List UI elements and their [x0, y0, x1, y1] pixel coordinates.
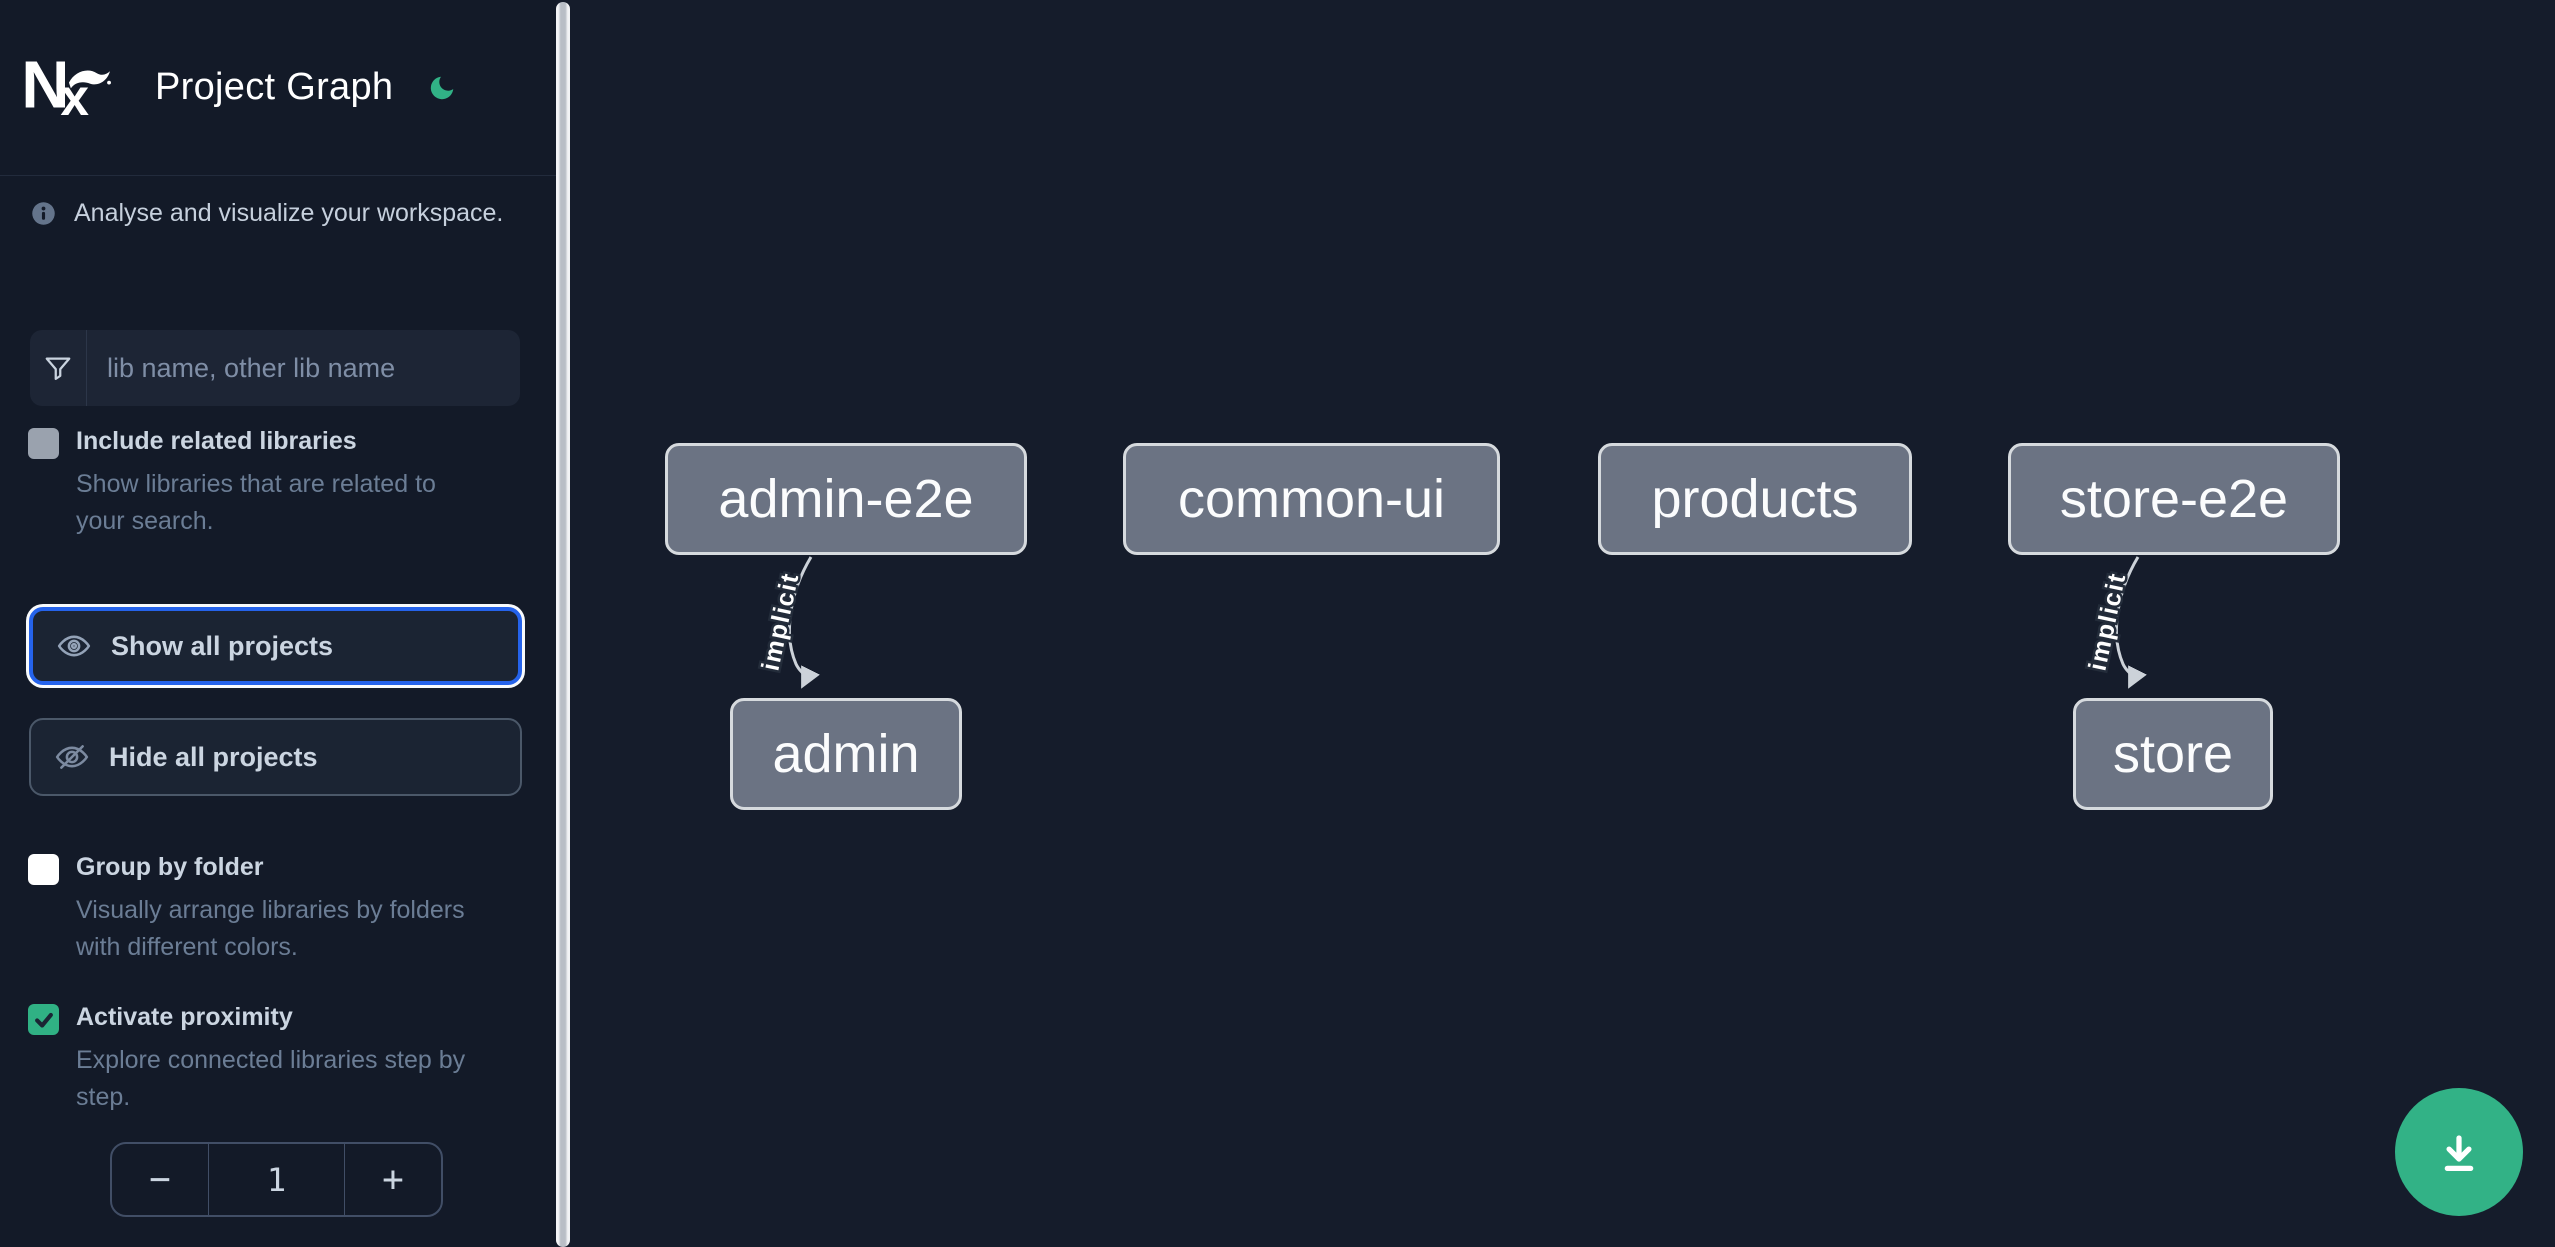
proximity-value: 1 — [208, 1144, 345, 1215]
option-activate-proximity: Activate proximity Explore connected lib… — [28, 1002, 476, 1116]
hide-all-projects-button[interactable]: Hide all projects — [29, 718, 522, 796]
proximity-decrement-button[interactable]: − — [112, 1144, 208, 1215]
info-icon — [32, 202, 55, 225]
graph-node-admin-e2e[interactable]: admin-e2e — [665, 443, 1027, 555]
graph-node-products[interactable]: products — [1598, 443, 1912, 555]
graph-node-common-ui[interactable]: common-ui — [1123, 443, 1500, 555]
activate-proximity-checkbox[interactable] — [28, 1004, 59, 1035]
option-description: Show libraries that are related to your … — [76, 470, 436, 535]
eye-icon — [57, 635, 91, 657]
sidebar-header: N x Project Graph — [0, 0, 556, 176]
show-all-projects-button[interactable]: Show all projects — [29, 607, 522, 685]
option-description: Visually arrange libraries by folders wi… — [76, 896, 465, 961]
sidebar: N x Project Graph Analyse and visualize … — [0, 0, 556, 1247]
include-related-libraries-checkbox[interactable] — [28, 428, 59, 459]
nx-logo: N x — [21, 48, 111, 126]
theme-toggle-button[interactable] — [427, 73, 457, 103]
page-title: Project Graph — [155, 66, 394, 108]
graph-node-store[interactable]: store — [2073, 698, 2273, 810]
intro-text: Analyse and visualize your workspace. — [74, 199, 504, 227]
check-icon — [34, 1012, 53, 1028]
option-label: Group by folder — [76, 853, 264, 881]
option-description: Explore connected libraries step by step… — [76, 1046, 466, 1111]
graph-node-admin[interactable]: admin — [730, 698, 962, 810]
option-label: Activate proximity — [76, 1003, 293, 1031]
option-include-related-libraries: Include related libraries Show libraries… — [28, 426, 476, 540]
intro-row: Analyse and visualize your workspace. — [30, 199, 503, 228]
eye-off-icon — [55, 745, 89, 769]
sidebar-resize-handle[interactable] — [556, 2, 570, 1247]
filter-funnel-icon — [30, 330, 87, 406]
option-group-by-folder: Group by folder Visually arrange librari… — [28, 852, 476, 966]
download-icon — [2444, 1135, 2474, 1171]
download-image-button[interactable] — [2395, 1088, 2523, 1216]
option-label: Include related libraries — [76, 427, 357, 455]
group-by-folder-checkbox[interactable] — [28, 854, 59, 885]
proximity-increment-button[interactable]: + — [345, 1144, 441, 1215]
filter-projects-input[interactable] — [87, 330, 520, 406]
proximity-stepper: − 1 + — [110, 1142, 443, 1217]
svg-text:N: N — [25, 54, 69, 117]
show-all-projects-label: Show all projects — [111, 630, 334, 661]
graph-node-store-e2e[interactable]: store-e2e — [2008, 443, 2340, 555]
search-box — [30, 330, 520, 406]
hide-all-projects-label: Hide all projects — [109, 741, 318, 772]
moon-icon — [431, 76, 454, 99]
